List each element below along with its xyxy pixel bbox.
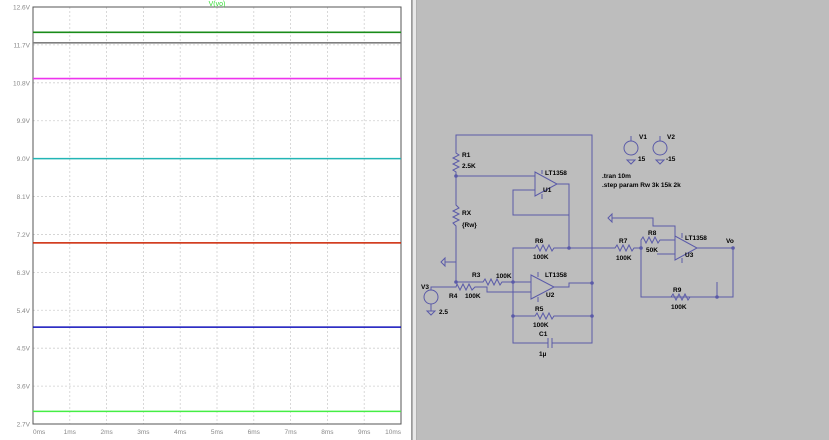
label-u1-part: LT1358 <box>545 170 567 177</box>
x-tick-label: 4ms <box>174 429 187 436</box>
label-v1-value: 15 <box>638 156 646 163</box>
label-r6-name: R6 <box>535 238 544 245</box>
label-r1-value: 2.5K <box>462 163 476 170</box>
resistor-r3[interactable] <box>456 277 513 287</box>
label-r9-name: R9 <box>673 287 682 294</box>
ground-v1 <box>625 159 637 165</box>
wire-r9-loop[interactable] <box>640 248 718 298</box>
x-tick-label: 7ms <box>284 429 297 436</box>
x-tick-label: 5ms <box>211 429 224 436</box>
voltage-source-v3[interactable] <box>423 289 439 305</box>
x-tick-label: 2ms <box>100 429 113 436</box>
label-r8-name: R8 <box>648 230 657 237</box>
plot-series <box>33 31 401 413</box>
y-tick-label: 5.4V <box>17 308 31 315</box>
plot-grid <box>32 6 402 425</box>
spice-directive-step[interactable]: .step param Rw 3k 15k 2k <box>602 182 681 189</box>
label-v2-name: V2 <box>667 134 675 141</box>
y-axis-tick-labels: 12.6V 11.7V 10.8V 9.9V 9.0V 8.1V 7.2V 6.3V 5.4V 4… <box>13 5 31 429</box>
label-u2-part: LT1358 <box>545 272 567 279</box>
y-tick-label: 6.3V <box>17 270 31 277</box>
label-v2-value: -15 <box>666 156 676 163</box>
label-r3-value: 100K <box>496 273 512 280</box>
resistor-r7[interactable] <box>569 243 641 253</box>
y-tick-label: 12.6V <box>13 5 31 12</box>
wire-c1-right[interactable] <box>552 316 593 344</box>
schematic-canvas[interactable]: R1 2.5K RX {Rw} LT1358 U1 R6 100K R3 100… <box>417 0 829 440</box>
x-tick-label: 10ms <box>385 429 402 436</box>
voltage-source-v2[interactable] <box>652 140 668 156</box>
y-tick-label: 9.9V <box>17 118 31 125</box>
x-tick-label: 1ms <box>64 429 77 436</box>
x-axis-tick-labels: 0ms 1ms 2ms 3ms 4ms 5ms 6ms 7ms 8ms 9ms 10ms <box>33 429 402 436</box>
label-rx-name: RX <box>462 210 472 217</box>
pane-splitter[interactable] <box>412 0 417 440</box>
y-tick-label: 9.0V <box>17 156 31 163</box>
label-r5-name: R5 <box>535 306 544 313</box>
wire-u1-feedback[interactable] <box>512 183 570 216</box>
ground-u3 <box>607 212 613 224</box>
label-r1-name: R1 <box>462 152 471 159</box>
junction-dots <box>454 174 735 318</box>
y-tick-label: 2.7V <box>17 422 31 429</box>
spice-directive-tran[interactable]: .tran 10m <box>602 173 631 180</box>
label-r4-value: 100K <box>465 293 481 300</box>
waveform-plot-pane[interactable]: 12.6V 11.7V 10.8V 9.9V 9.0V 8.1V 7.2V 6.3V 5.4V 4… <box>0 0 412 440</box>
y-tick-label: 11.7V <box>13 42 30 49</box>
label-v3-value: 2.5 <box>439 309 448 316</box>
wire-top-loop[interactable] <box>455 134 593 284</box>
label-r6-value: 100K <box>533 254 549 261</box>
x-tick-label: 9ms <box>358 429 371 436</box>
wire-u3-plus-gnd[interactable] <box>612 217 676 240</box>
y-tick-label: 8.1V <box>17 194 31 201</box>
ground-v3 <box>425 310 437 316</box>
plot-frame <box>32 6 402 425</box>
label-r8-value: 50K <box>646 247 658 254</box>
resistor-r4[interactable] <box>430 282 531 293</box>
y-tick-label: 3.6V <box>17 384 31 391</box>
wire-u3-out[interactable] <box>697 247 734 298</box>
label-r5-value: 100K <box>533 322 549 329</box>
ground-v2 <box>654 159 666 165</box>
resistor-r6[interactable] <box>512 243 592 282</box>
label-r3-name: R3 <box>472 272 481 279</box>
label-c1-name: C1 <box>539 331 548 338</box>
wire-u2-out[interactable] <box>554 282 592 288</box>
x-tick-label: 8ms <box>321 429 334 436</box>
schematic-pane[interactable]: R1 2.5K RX {Rw} LT1358 U1 R6 100K R3 100… <box>417 0 829 440</box>
resistor-rx[interactable] <box>451 176 461 282</box>
label-u3-name: U3 <box>685 252 694 259</box>
label-u3-part: LT1358 <box>685 235 707 242</box>
label-u1-name: U1 <box>543 187 552 194</box>
opamp-u1[interactable] <box>534 171 559 197</box>
wire-c1-left[interactable] <box>512 316 548 344</box>
label-r7-name: R7 <box>619 238 628 245</box>
label-u2-name: U2 <box>546 292 555 299</box>
opamp-u3[interactable] <box>674 235 699 261</box>
y-tick-label: 7.2V <box>17 232 31 239</box>
waveform-plot[interactable]: 12.6V 11.7V 10.8V 9.9V 9.0V 8.1V 7.2V 6.3V 5.4V 4… <box>0 0 412 440</box>
resistor-r1[interactable] <box>451 150 461 176</box>
label-r9-value: 100K <box>671 304 687 311</box>
voltage-source-v1[interactable] <box>623 140 639 156</box>
y-tick-label: 4.5V <box>17 346 31 353</box>
label-v1-name: V1 <box>639 134 647 141</box>
y-tick-label: 10.8V <box>13 80 31 87</box>
x-tick-label: 0ms <box>33 429 46 436</box>
plot-trace-title[interactable]: V(vo) <box>209 1 226 8</box>
label-r7-value: 100K <box>616 255 632 262</box>
label-rx-value: {Rw} <box>462 222 477 229</box>
resistor-r8[interactable] <box>640 235 675 248</box>
resistor-r9[interactable] <box>641 292 717 302</box>
net-label-vo: Vo <box>726 238 734 245</box>
resistor-r5[interactable] <box>512 282 593 321</box>
label-v3-name: V3 <box>421 284 429 291</box>
opamp-u2[interactable] <box>530 274 556 300</box>
ground-left <box>440 256 446 268</box>
label-r4-name: R4 <box>449 293 458 300</box>
x-tick-label: 6ms <box>248 429 261 436</box>
label-c1-value: 1µ <box>539 351 547 358</box>
x-tick-label: 3ms <box>137 429 150 436</box>
